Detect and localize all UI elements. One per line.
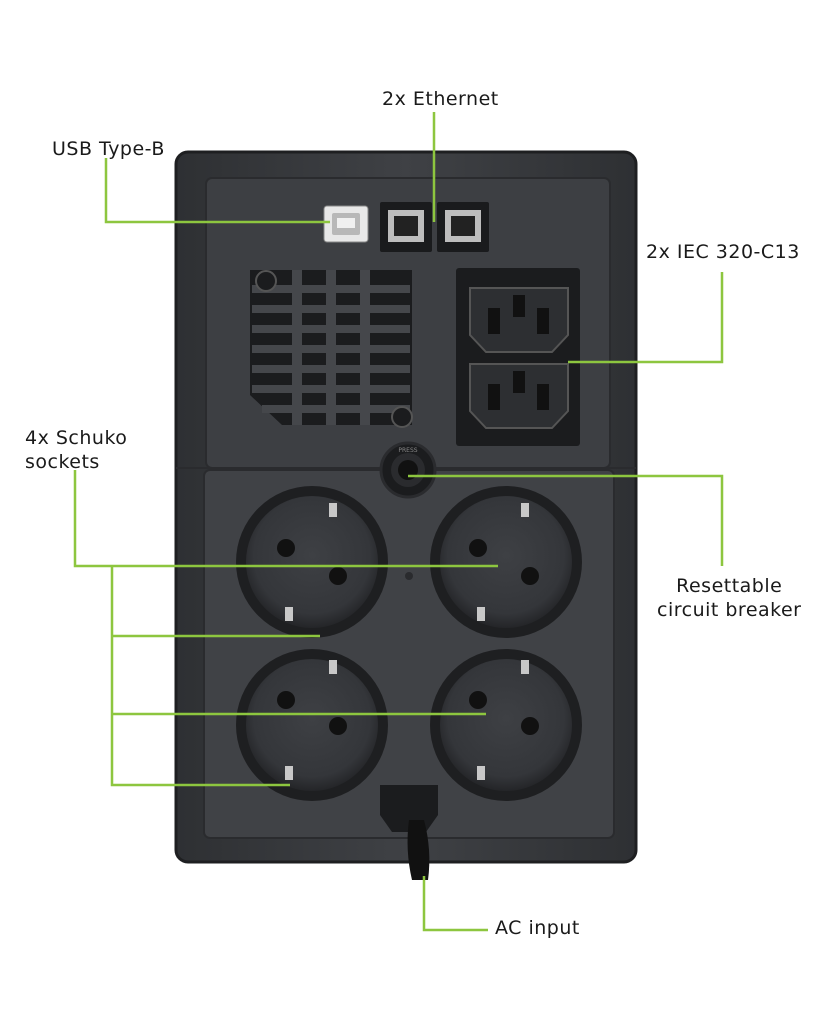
usb-callout-line bbox=[104, 158, 330, 224]
schuko-label-line2: sockets bbox=[25, 451, 100, 473]
callout-lines bbox=[73, 112, 724, 932]
vent-grille bbox=[250, 270, 413, 428]
breaker-callout-line bbox=[408, 474, 724, 566]
circuit-breaker: PRESS bbox=[379, 441, 437, 499]
breaker-label-line2: circuit breaker bbox=[657, 599, 802, 621]
schuko-socket-4 bbox=[430, 649, 582, 801]
schuko-label-line1: 4x Schuko bbox=[25, 427, 128, 449]
breaker-press-text: PRESS bbox=[398, 447, 417, 454]
schuko-socket-2 bbox=[430, 486, 582, 638]
ac-input-cable bbox=[380, 785, 438, 880]
schuko-socket-3 bbox=[236, 649, 388, 801]
schuko-sockets-label: 4x Schuko sockets bbox=[25, 426, 127, 474]
ethernet-ports bbox=[380, 202, 489, 252]
iec-outlets bbox=[456, 268, 580, 446]
iec-c13-label: 2x IEC 320-C13 bbox=[646, 241, 800, 263]
iec-callout-line bbox=[568, 272, 724, 364]
usb-port bbox=[323, 205, 369, 243]
usb-type-b-label: USB Type-B bbox=[52, 138, 165, 160]
ac-input-label: AC input bbox=[495, 917, 580, 939]
schuko-callout-line bbox=[73, 470, 498, 787]
circuit-breaker-label: Resettable circuit breaker bbox=[657, 574, 802, 622]
ac-callout-line bbox=[422, 876, 488, 932]
schuko-socket-1 bbox=[236, 486, 388, 638]
ethernet-label: 2x Ethernet bbox=[382, 88, 499, 110]
breaker-label-line1: Resettable bbox=[676, 575, 783, 597]
